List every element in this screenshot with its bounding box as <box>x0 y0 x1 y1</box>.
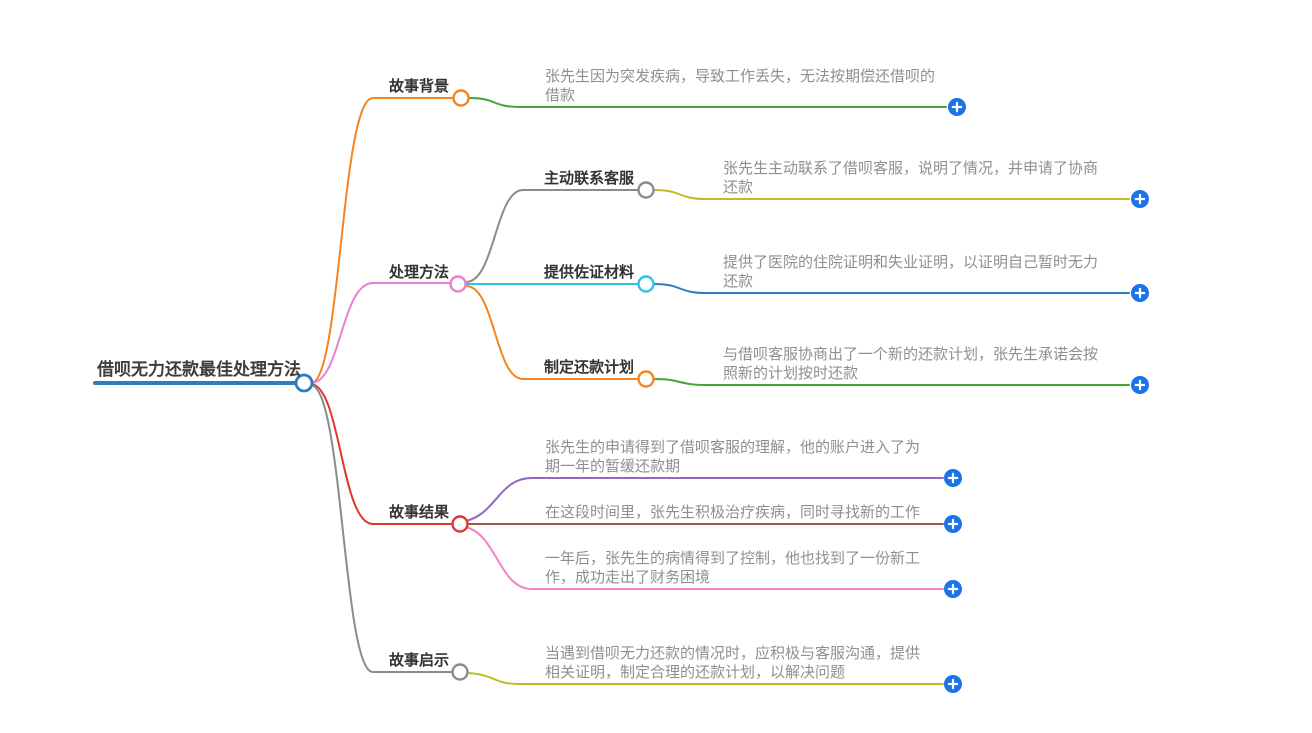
leaf-line-contact-service <box>653 189 1130 200</box>
add-child-button[interactable] <box>948 98 966 116</box>
branch-curve-story-result <box>310 383 453 525</box>
add-child-button[interactable] <box>1131 284 1149 302</box>
leaf-text-repayment-plan[interactable]: 与借呗客服协商出了一个新的还款计划，张先生承诺会按照新的计划按时还款 <box>723 346 1099 382</box>
leaf-text-background[interactable]: 张先生因为突发疾病，导致工作丢失，无法按期偿还借呗的借款 <box>545 68 936 104</box>
node-circle-handling-methods[interactable] <box>449 275 467 293</box>
node-circle-story-result[interactable] <box>451 515 469 533</box>
node-circle-root[interactable] <box>294 373 314 393</box>
branch-topic-story-lesson[interactable]: 故事启示 <box>389 652 450 669</box>
node-circle-contact-service[interactable] <box>637 181 655 199</box>
leaf-line-repayment-plan <box>653 378 1130 386</box>
leaf-line-result-3 <box>465 526 944 590</box>
sub-topic-contact-service[interactable]: 主动联系客服 <box>544 170 635 187</box>
plus-icon <box>947 678 959 690</box>
sub-topic-repayment-plan[interactable]: 制定还款计划 <box>544 359 635 376</box>
sub-topic-provide-evidence[interactable]: 提供佐证材料 <box>544 264 635 281</box>
sub-curve-contact-service <box>465 189 639 283</box>
plus-icon <box>1134 287 1146 299</box>
branch-curve-story-background <box>310 97 454 384</box>
sub-curve-repayment-plan <box>465 285 639 380</box>
leaf-text-provide-evidence[interactable]: 提供了医院的住院证明和失业证明，以证明自己暂时无力还款 <box>723 254 1099 290</box>
leaf-text-lesson[interactable]: 当遇到借呗无力还款的情况时，应积极与客服沟通，提供相关证明，制定合理的还款计划，… <box>545 645 921 681</box>
leaf-line-result-1 <box>465 477 944 522</box>
add-child-button[interactable] <box>944 515 962 533</box>
plus-icon <box>947 518 959 530</box>
add-child-button[interactable] <box>944 675 962 693</box>
leaf-text-result-3[interactable]: 一年后，张先生的病情得到了控制，他也找到了一份新工作，成功走出了财务困境 <box>545 550 921 586</box>
branch-topic-handling-methods[interactable]: 处理方法 <box>389 264 450 281</box>
plus-icon <box>1134 379 1146 391</box>
leaf-line-lesson <box>467 672 944 685</box>
add-child-button[interactable] <box>1131 190 1149 208</box>
branch-curve-handling-methods <box>310 282 451 384</box>
leaf-text-result-1[interactable]: 张先生的申请得到了借呗客服的理解，他的账户进入了为期一年的暂缓还款期 <box>545 439 921 475</box>
branch-topic-story-result[interactable]: 故事结果 <box>389 504 450 521</box>
add-child-button[interactable] <box>1131 376 1149 394</box>
plus-icon <box>947 472 959 484</box>
leaf-text-contact-service[interactable]: 张先生主动联系了借呗客服，说明了情况，并申请了协商还款 <box>723 160 1099 196</box>
plus-icon <box>1134 193 1146 205</box>
leaf-text-result-2[interactable]: 在这段时间里，张先生积极治疗疾病，同时寻找新的工作 <box>545 504 921 521</box>
branch-topic-story-background[interactable]: 故事背景 <box>389 78 450 95</box>
plus-icon <box>947 583 959 595</box>
add-child-button[interactable] <box>944 580 962 598</box>
node-circle-story-background[interactable] <box>452 89 470 107</box>
add-child-button[interactable] <box>944 469 962 487</box>
root-topic[interactable]: 借呗无力还款最佳处理方法 <box>97 360 301 379</box>
node-circle-provide-evidence[interactable] <box>637 275 655 293</box>
node-circle-repayment-plan[interactable] <box>637 370 655 388</box>
node-circle-story-lesson[interactable] <box>451 663 469 681</box>
leaf-line-provide-evidence <box>653 283 1130 294</box>
plus-icon <box>951 101 963 113</box>
leaf-line-background <box>468 97 947 108</box>
branch-curve-story-lesson <box>310 384 453 673</box>
